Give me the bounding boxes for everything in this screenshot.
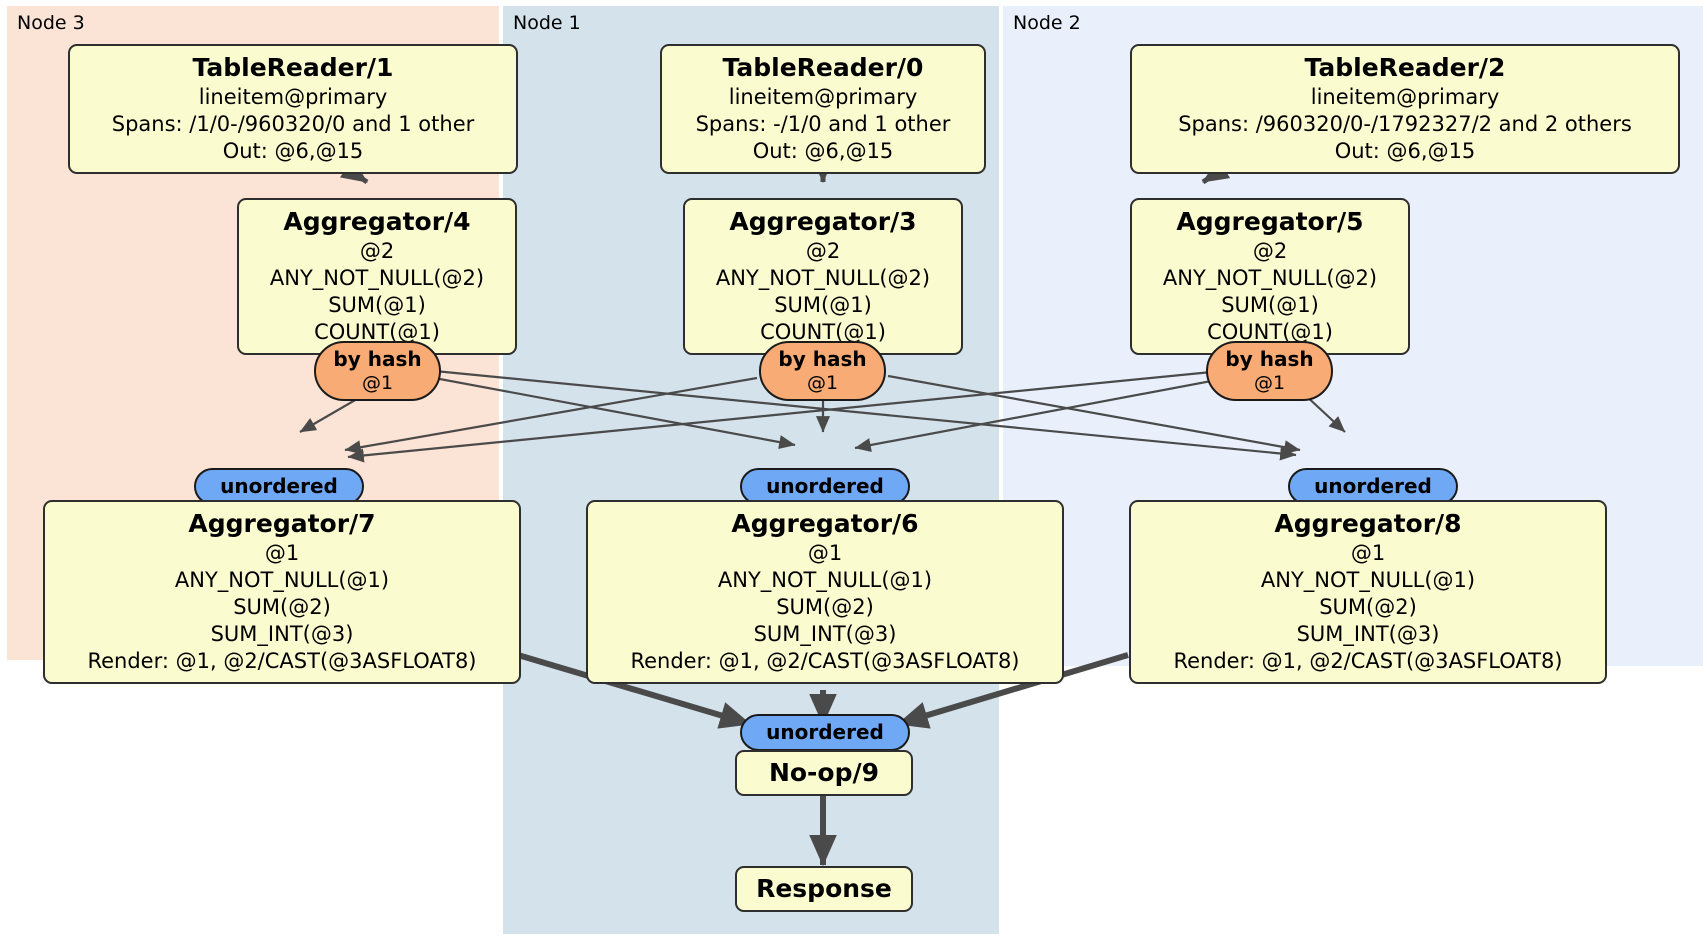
synchronizer-unordered-mid[interactable]: unordered xyxy=(740,468,910,505)
panel-node-3-label: Node 3 xyxy=(17,12,85,34)
processor-line: ANY_NOT_NULL(@1) xyxy=(1260,568,1476,592)
processor-line: SUM(@1) xyxy=(328,293,426,317)
processor-aggregator-5[interactable]: Aggregator/5 @2 ANY_NOT_NULL(@2) SUM(@1)… xyxy=(1130,198,1410,355)
processor-line: ANY_NOT_NULL(@1) xyxy=(174,568,390,592)
processor-line: ANY_NOT_NULL(@1) xyxy=(717,568,933,592)
router-sublabel: @1 xyxy=(806,372,839,394)
processor-line: @1 xyxy=(807,541,843,565)
processor-title: Aggregator/7 xyxy=(188,509,376,538)
processor-tablereader-0[interactable]: TableReader/0 lineitem@primary Spans: -/… xyxy=(660,44,986,174)
router-label: by hash xyxy=(333,347,422,371)
processor-title: Aggregator/3 xyxy=(729,207,917,236)
processor-line: SUM_INT(@3) xyxy=(1296,622,1440,646)
processor-line: SUM(@1) xyxy=(774,293,872,317)
processor-line: SUM(@2) xyxy=(1319,595,1417,619)
router-label: by hash xyxy=(1225,347,1314,371)
processor-response[interactable]: Response xyxy=(735,866,913,912)
processor-line: ANY_NOT_NULL(@2) xyxy=(715,266,931,290)
processor-line: @2 xyxy=(1252,239,1288,263)
processor-aggregator-7[interactable]: Aggregator/7 @1 ANY_NOT_NULL(@1) SUM(@2)… xyxy=(43,500,521,684)
processor-aggregator-8[interactable]: Aggregator/8 @1 ANY_NOT_NULL(@1) SUM(@2)… xyxy=(1129,500,1607,684)
processor-title: Aggregator/4 xyxy=(283,207,471,236)
router-by-hash-mid[interactable]: by hash @1 xyxy=(759,341,886,401)
processor-line: Render: @1, @2/CAST(@3ASFLOAT8) xyxy=(1173,649,1563,673)
processor-line: COUNT(@1) xyxy=(1207,320,1333,344)
processor-line: Render: @1, @2/CAST(@3ASFLOAT8) xyxy=(630,649,1020,673)
router-sublabel: @1 xyxy=(1253,372,1286,394)
processor-line: Out: @6,@15 xyxy=(1334,139,1476,163)
processor-line: @1 xyxy=(1350,541,1386,565)
processor-line: Spans: /960320/0-/1792327/2 and 2 others xyxy=(1178,112,1632,136)
processor-line: SUM(@1) xyxy=(1221,293,1319,317)
processor-title: TableReader/1 xyxy=(192,53,394,82)
processor-tablereader-1[interactable]: TableReader/1 lineitem@primary Spans: /1… xyxy=(68,44,518,174)
processor-line: SUM(@2) xyxy=(776,595,874,619)
processor-line: lineitem@primary xyxy=(198,85,388,109)
processor-title: Aggregator/8 xyxy=(1274,509,1462,538)
router-sublabel: @1 xyxy=(361,372,394,394)
synchronizer-unordered-right[interactable]: unordered xyxy=(1288,468,1458,505)
processor-aggregator-6[interactable]: Aggregator/6 @1 ANY_NOT_NULL(@1) SUM(@2)… xyxy=(586,500,1064,684)
processor-title: TableReader/0 xyxy=(722,53,924,82)
processor-line: ANY_NOT_NULL(@2) xyxy=(1162,266,1378,290)
processor-line: COUNT(@1) xyxy=(760,320,886,344)
synchronizer-label: unordered xyxy=(1314,474,1432,498)
router-label: by hash xyxy=(778,347,867,371)
synchronizer-unordered-final[interactable]: unordered xyxy=(740,714,910,751)
processor-aggregator-3[interactable]: Aggregator/3 @2 ANY_NOT_NULL(@2) SUM(@1)… xyxy=(683,198,963,355)
synchronizer-label: unordered xyxy=(766,720,884,744)
processor-title: No-op/9 xyxy=(768,758,880,787)
processor-line: @2 xyxy=(805,239,841,263)
panel-node-1-label: Node 1 xyxy=(513,12,581,34)
processor-line: Spans: /1/0-/960320/0 and 1 other xyxy=(111,112,475,136)
processor-line: @1 xyxy=(264,541,300,565)
panel-node-2-label: Node 2 xyxy=(1013,12,1081,34)
router-by-hash-right[interactable]: by hash @1 xyxy=(1206,341,1333,401)
processor-title: Aggregator/5 xyxy=(1176,207,1364,236)
processor-line: Render: @1, @2/CAST(@3ASFLOAT8) xyxy=(87,649,477,673)
router-by-hash-left[interactable]: by hash @1 xyxy=(314,341,441,401)
synchronizer-label: unordered xyxy=(220,474,338,498)
processor-line: SUM_INT(@3) xyxy=(210,622,354,646)
processor-line: SUM(@2) xyxy=(233,595,331,619)
synchronizer-unordered-left[interactable]: unordered xyxy=(194,468,364,505)
processor-title: Response xyxy=(756,874,892,903)
processor-line: lineitem@primary xyxy=(728,85,918,109)
processor-tablereader-2[interactable]: TableReader/2 lineitem@primary Spans: /9… xyxy=(1130,44,1680,174)
processor-aggregator-4[interactable]: Aggregator/4 @2 ANY_NOT_NULL(@2) SUM(@1)… xyxy=(237,198,517,355)
processor-line: Spans: -/1/0 and 1 other xyxy=(695,112,951,136)
processor-line: SUM_INT(@3) xyxy=(753,622,897,646)
processor-line: Out: @6,@15 xyxy=(752,139,894,163)
processor-line: lineitem@primary xyxy=(1310,85,1500,109)
processor-noop-9[interactable]: No-op/9 xyxy=(735,750,913,796)
processor-line: ANY_NOT_NULL(@2) xyxy=(269,266,485,290)
processor-line: @2 xyxy=(359,239,395,263)
processor-line: COUNT(@1) xyxy=(314,320,440,344)
processor-line: Out: @6,@15 xyxy=(222,139,364,163)
processor-title: Aggregator/6 xyxy=(731,509,919,538)
synchronizer-label: unordered xyxy=(766,474,884,498)
processor-title: TableReader/2 xyxy=(1304,53,1506,82)
